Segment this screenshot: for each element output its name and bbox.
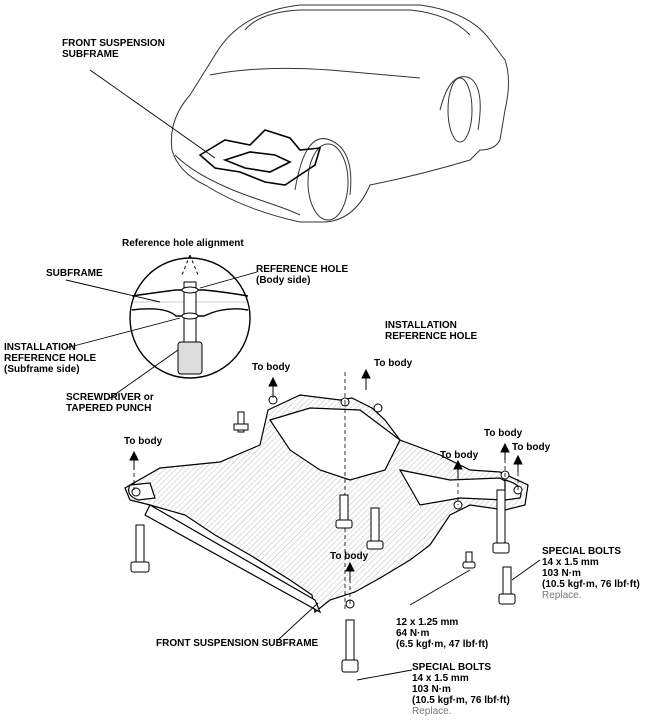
label-reference-hole: REFERENCE HOLE (Body side) [256, 264, 349, 286]
label-to-body-7: To body [330, 551, 369, 562]
label-installation-ref-right: INSTALLATION REFERENCE HOLE [385, 320, 478, 342]
subframe-crossmember [269, 407, 401, 481]
car-front-wheel-arch [294, 138, 352, 196]
car-front-wheel [307, 143, 349, 221]
car-roof-line [244, 9, 471, 36]
punch-handle [177, 341, 203, 375]
bolt-left-long [130, 524, 150, 573]
callout-leaders [277, 559, 541, 681]
car-rear-wheel [447, 77, 473, 143]
bolt-special-right [498, 566, 516, 605]
label-to-body-5: To body [484, 428, 523, 439]
to-body-arrows [129, 368, 523, 580]
bolt-right-short [462, 551, 476, 569]
bolt-center-2 [366, 507, 384, 550]
leader-front-subframe-top [89, 69, 216, 159]
reference-hole-detail [129, 254, 251, 379]
label-front-subframe-bottom: FRONT SUSPENSION SUBFRAME [156, 638, 319, 649]
label-mid-bolt: 12 x 1.25 mm 64 N·m (6.5 kgf·m, 47 lbf·f… [396, 617, 489, 650]
car-subframe-highlight [198, 129, 322, 186]
detail-leaders [65, 271, 258, 399]
label-to-body-4: To body [440, 450, 479, 461]
label-screwdriver: SCREWDRIVER or TAPERED PUNCH [66, 392, 154, 414]
label-installation-ref-left: INSTALLATION REFERENCE HOLE (Subframe si… [4, 342, 97, 375]
subframe-front-bar [144, 504, 322, 614]
bolt-top-left [233, 411, 249, 433]
label-subframe: SUBFRAME [46, 268, 103, 279]
car-window-line [209, 67, 421, 79]
car-body-outline [170, 4, 509, 223]
label-to-body-1: To body [252, 362, 291, 373]
car-bumper-line [174, 154, 301, 216]
label-special-bolts-right: SPECIAL BOLTS 14 x 1.5 mm 103 N·m (10.5 … [542, 546, 640, 601]
label-to-body-3: To body [124, 436, 163, 447]
label-to-body-6: To body [512, 442, 551, 453]
label-special-bolts-bottom: SPECIAL BOLTS 14 x 1.5 mm 103 N·m (10.5 … [412, 662, 510, 717]
car-rear-wheel-arch [439, 76, 481, 131]
bolts [130, 411, 516, 673]
label-ref-align-title: Reference hole alignment [122, 238, 244, 249]
car-illustration [170, 4, 509, 223]
label-to-body-2: To body [374, 358, 413, 369]
label-front-subframe-top: FRONT SUSPENSION SUBFRAME [62, 38, 165, 60]
bolt-right-long [492, 489, 510, 554]
bolt-center-1 [335, 494, 353, 529]
bolt-special-bottom [341, 619, 359, 673]
subframe-assembly [124, 394, 529, 614]
